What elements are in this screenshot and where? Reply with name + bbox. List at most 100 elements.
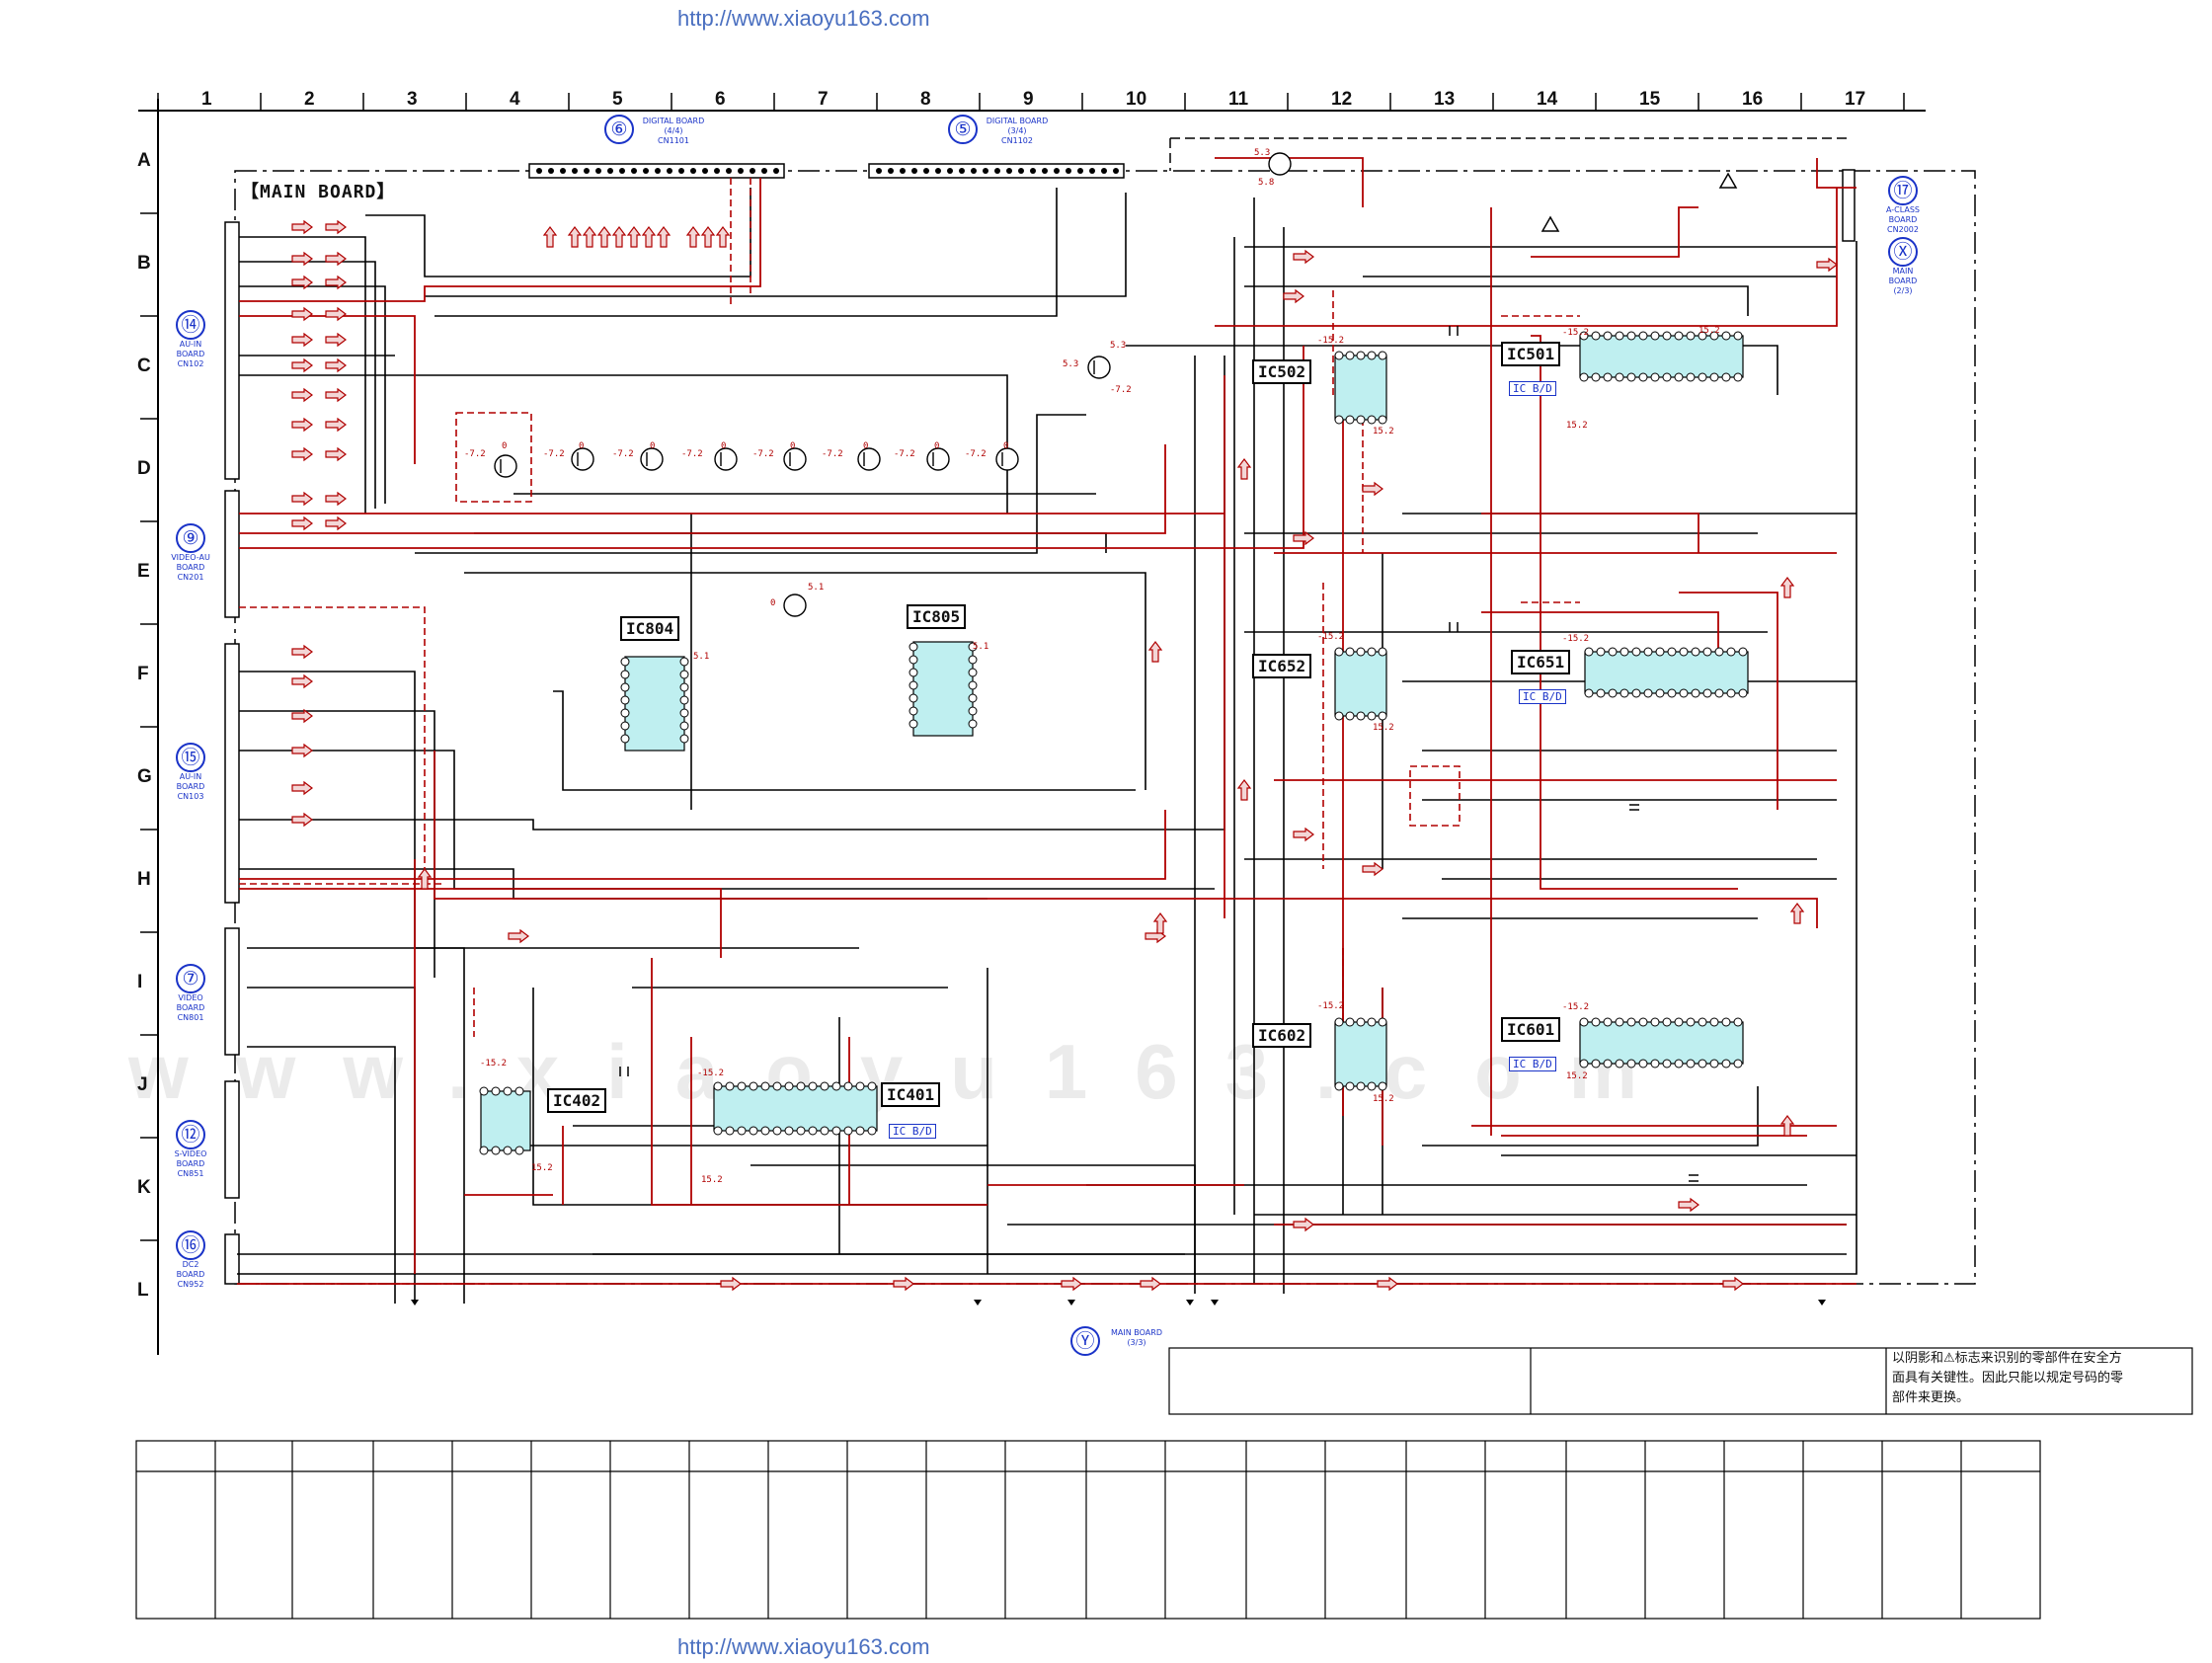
ic402-body [480, 1090, 531, 1151]
connector-pin [923, 168, 929, 174]
ic-pin [620, 657, 630, 667]
connector-cn2002 [1842, 169, 1856, 242]
column-number: 17 [1845, 89, 1866, 110]
signal-arrow [1779, 1115, 1795, 1137]
signal-arrow [325, 387, 347, 403]
ic-pin [1721, 1059, 1731, 1069]
signal-arrow [1293, 1217, 1314, 1232]
connector-pin [536, 168, 542, 174]
ic-pin [760, 1126, 770, 1136]
board-label: A-CLASS BOARD CN2002 [1885, 205, 1921, 234]
ic-pin [1709, 1059, 1719, 1069]
transistor-symbol [571, 447, 594, 471]
ic-pin [1686, 372, 1696, 382]
ic-pin [1733, 1059, 1743, 1069]
ic-pin [1334, 351, 1344, 360]
row-letter: J [137, 1074, 148, 1095]
voltage-callout: -15.2 [1562, 1002, 1590, 1012]
connector-pin [702, 168, 708, 174]
transistor-symbol [783, 447, 807, 471]
column-number: 3 [407, 89, 418, 110]
signal-arrow [291, 708, 313, 724]
signal-arrow [582, 226, 597, 248]
ic-pin [1638, 372, 1648, 382]
ic601-body [1579, 1021, 1744, 1065]
voltage-callout: 5.8 [1258, 178, 1275, 188]
voltage-callout: -7.2 [752, 449, 774, 459]
ic-pin [1721, 1017, 1731, 1027]
ic-pin [1356, 351, 1366, 360]
voltage-callout: 0 [650, 441, 656, 451]
ic-pin [1726, 647, 1736, 657]
board-number: ⑤ [948, 115, 978, 144]
column-number: 16 [1742, 89, 1764, 110]
voltage-callout: 5.3 [1063, 359, 1079, 369]
signal-arrow [626, 226, 642, 248]
connector-pin [714, 168, 720, 174]
signal-arrow [291, 387, 313, 403]
ic-pin [968, 680, 978, 690]
voltage-callout: 5.1 [808, 583, 825, 593]
ic-pin [1631, 647, 1641, 657]
signal-arrow [1140, 1276, 1161, 1292]
ic-pin [1650, 1059, 1660, 1069]
signal-arrow [291, 446, 313, 462]
ic-pin [514, 1146, 524, 1155]
connector-pin [1089, 168, 1095, 174]
signal-arrow [291, 251, 313, 267]
connector-pin [655, 168, 661, 174]
ic-pin [1686, 331, 1696, 341]
ic-pin [1334, 711, 1344, 721]
signal-arrow [291, 515, 313, 531]
voltage-callout: 0 [579, 441, 585, 451]
voltage-callout: 5.1 [973, 642, 989, 652]
ic-pin [1691, 688, 1700, 698]
board-outline [234, 137, 1976, 1285]
row-letter: I [137, 972, 143, 992]
connector-pin [888, 168, 894, 174]
voltage-callout: -15.2 [1562, 634, 1590, 644]
warning-icons [1540, 172, 1738, 232]
column-number: 12 [1331, 89, 1353, 110]
ic-pin [1356, 647, 1366, 657]
signal-arrow [567, 226, 583, 248]
connector-cn1102 [868, 163, 1125, 179]
signal-arrow [611, 226, 627, 248]
transistor-symbol [494, 454, 517, 478]
signal-arrow [291, 673, 313, 689]
ic-pin [1591, 1017, 1601, 1027]
voltage-callout: 0 [1003, 441, 1009, 451]
ic-pin [1698, 1017, 1707, 1027]
ic651-sublabel: IC B/D [1519, 689, 1566, 704]
voltage-callout: -7.2 [612, 449, 634, 459]
signal-arrow [291, 275, 313, 290]
column-number: 11 [1228, 89, 1249, 110]
ic-pin [968, 668, 978, 677]
ic-pin [1714, 647, 1724, 657]
ic-pin [1691, 647, 1700, 657]
voltage-callout: -15.2 [1317, 632, 1345, 642]
ic-pin [855, 1126, 865, 1136]
voltage-callout: -15.2 [1317, 336, 1345, 346]
transistor-symbol [1268, 152, 1292, 176]
ic-pin [908, 642, 918, 652]
ic-pin [1626, 372, 1636, 382]
connector-pin [619, 168, 625, 174]
connector-pin [773, 168, 779, 174]
signal-arrow [1236, 458, 1252, 480]
rail-marker [1818, 1300, 1826, 1306]
ic-pin [1356, 415, 1366, 425]
connector-pin [911, 168, 917, 174]
ic-pin [1655, 647, 1665, 657]
ic-pin [1591, 372, 1601, 382]
ic652-body [1334, 651, 1387, 717]
signal-arrow [1293, 249, 1314, 265]
voltage-callout: 0 [934, 441, 940, 451]
ic-pin [968, 642, 978, 652]
ic-pin [1655, 688, 1665, 698]
ic-pin [749, 1126, 758, 1136]
column-number: 8 [920, 89, 931, 110]
ic-pin [620, 695, 630, 705]
transistor-array [494, 152, 1292, 617]
board-number: Ⓧ [1888, 237, 1918, 267]
